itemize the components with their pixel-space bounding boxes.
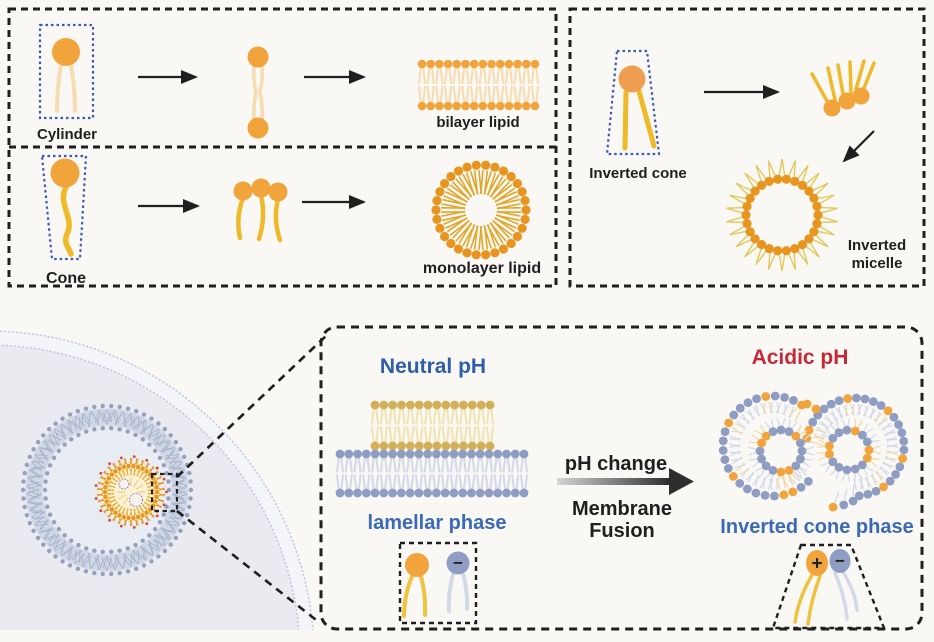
- cone-lipid: [50, 158, 80, 257]
- inverted-cone-phase-label: Inverted cone phase: [720, 516, 913, 538]
- inverted-cone-phase-graphic: [718, 391, 909, 512]
- lamellar-slate-bilayer: [335, 449, 529, 498]
- zoom-connector-top: [176, 334, 328, 478]
- cylinder-shape-outline: [38, 23, 95, 120]
- ph-change-label: pH change: [565, 453, 667, 475]
- lamellar-lipid-pair: [402, 551, 470, 618]
- monolayer-label: monolayer lipid: [423, 260, 541, 277]
- inverted-cone-cluster: [810, 59, 876, 117]
- zoom-connector-bottom: [176, 509, 321, 625]
- cone-label: Cone: [46, 270, 86, 287]
- cylinder-label: Cylinder: [37, 126, 97, 143]
- lipid-nanoparticle: [94, 455, 168, 529]
- inverted-cone-inset-outline: [771, 543, 886, 630]
- neutral-ph-title: Neutral pH: [380, 355, 486, 378]
- cylinder-lipid: [52, 38, 80, 113]
- inverted-cone-lipid-pair: [793, 549, 859, 626]
- inverted-micelle-graphic: [726, 158, 838, 272]
- membrane-label: Membrane: [572, 498, 672, 520]
- inverted-cone-shape-outline: [605, 49, 661, 156]
- fusion-arrow-shaft: [557, 478, 669, 485]
- lipid-pair: [247, 46, 269, 139]
- anionic-charge-sign: −: [453, 554, 463, 573]
- arrow-cluster-to-invmicelle: [842, 130, 875, 163]
- cone-lipid-cluster: [233, 178, 288, 243]
- lamellar-lipid-inset-box: [398, 541, 478, 625]
- lamellar-tan-bilayer: [370, 400, 495, 451]
- cone-shape-outline: [40, 154, 88, 261]
- monolayer-micelle-graphic: [431, 160, 531, 260]
- fusion-label: Fusion: [589, 520, 655, 542]
- inverted-micelle-label-line1: Inverted: [848, 237, 906, 254]
- anionic-charge-sign-2: −: [835, 552, 845, 571]
- bilayer-label: bilayer lipid: [436, 114, 519, 131]
- panel-fusion-border: [319, 325, 924, 631]
- inverted-cone-label: Inverted cone: [589, 165, 687, 182]
- zoom-region-box: [150, 472, 179, 513]
- inverted-micelle-label-line2: micelle: [852, 255, 903, 272]
- inverted-cone-lipid: [618, 65, 657, 151]
- acidic-ph-title: Acidic pH: [752, 346, 849, 369]
- bilayer-lipid-graphic: [417, 59, 540, 111]
- fusion-arrow-head: [669, 468, 694, 495]
- lamellar-phase-label: lamellar phase: [368, 512, 507, 534]
- cationic-charge-sign: +: [811, 554, 822, 575]
- panel-inverted-cone-border: [568, 7, 926, 288]
